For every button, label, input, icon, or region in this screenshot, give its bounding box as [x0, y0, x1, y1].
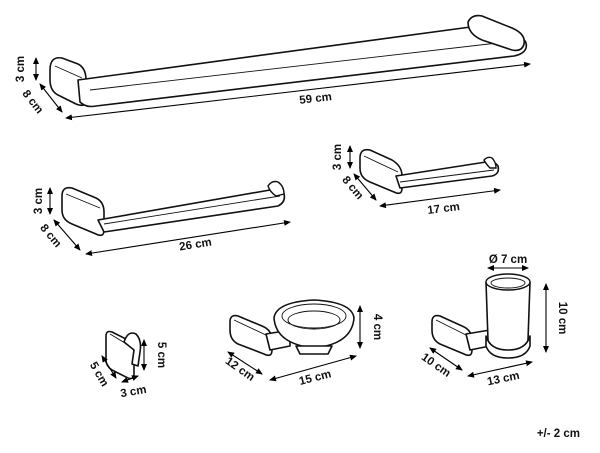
long-bar-length-label: 59 cm: [299, 91, 333, 107]
tolerance-note: +/- 2 cm: [536, 428, 580, 440]
paper-holder: 3 cm 8 cm 17 cm: [332, 144, 501, 217]
tumbler-height-label: 10 cm: [556, 302, 568, 335]
long-towel-bar: 3 cm 8 cm 59 cm: [15, 14, 531, 121]
tumbler-holder: Ø 7 cm 10 cm 13 cm 10 cm: [419, 254, 568, 388]
paper-holder-length-label: 17 cm: [427, 201, 461, 217]
short-bar-height-label: 3 cm: [33, 188, 45, 214]
paper-holder-height-label: 3 cm: [332, 144, 344, 170]
hook-width-label: 3 cm: [120, 384, 148, 400]
long-bar-depth-label: 8 cm: [20, 88, 46, 116]
robe-hook: 5 cm 3 cm 5 cm: [87, 330, 167, 400]
tumbler-width-label: 13 cm: [486, 370, 520, 389]
short-bar-length-label: 26 cm: [178, 237, 212, 254]
tumbler-diameter-label: Ø 7 cm: [489, 254, 527, 266]
tumbler-depth-label: 10 cm: [419, 351, 453, 380]
soap-dish: 12 cm 15 cm 4 cm: [223, 299, 383, 388]
paper-holder-depth-label: 8 cm: [339, 174, 365, 202]
hook-height-label: 5 cm: [155, 342, 167, 368]
soap-dish-height-label: 4 cm: [371, 314, 383, 340]
long-bar-height-label: 3 cm: [15, 56, 27, 82]
short-towel-bar: 3 cm 8 cm 26 cm: [33, 180, 291, 257]
